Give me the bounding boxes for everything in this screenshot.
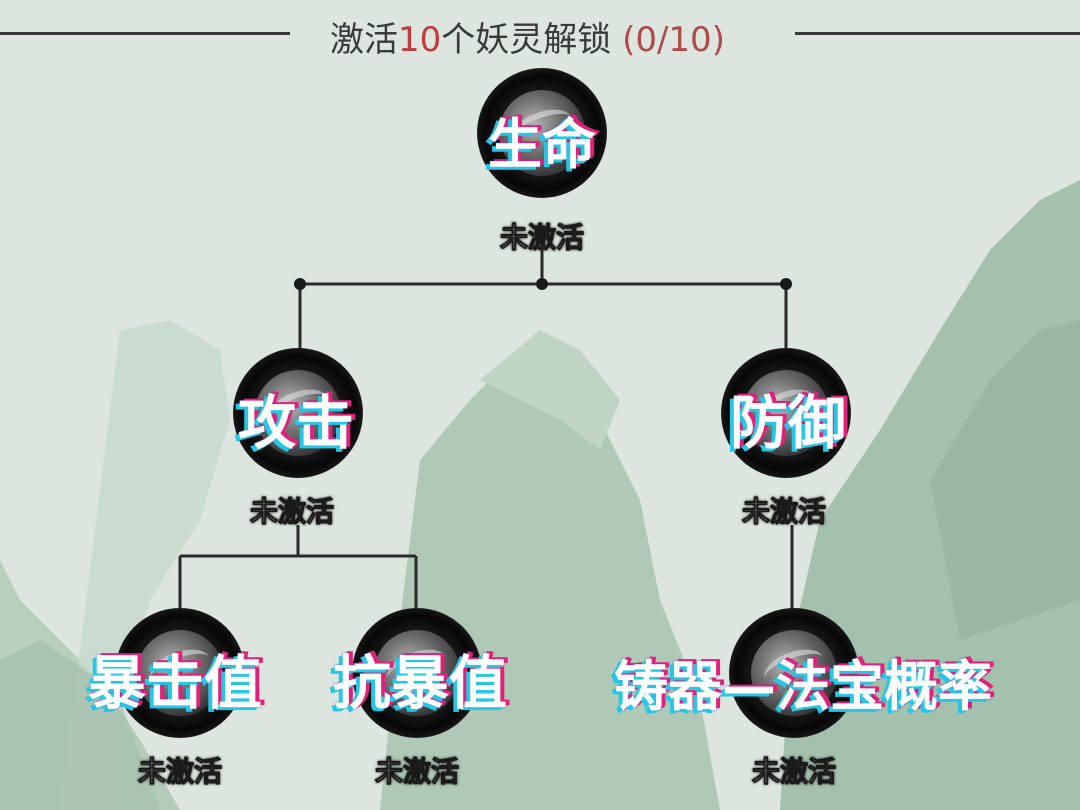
skill-orb-icon (729, 608, 859, 738)
skill-status-forge: 未激活 (751, 755, 836, 789)
unlock-requirement-prefix: 激活 (330, 20, 398, 60)
skill-node-crit[interactable] (115, 608, 245, 738)
unlock-requirement-suffix: 个妖灵解锁 (441, 20, 612, 60)
skill-status-crit: 未激活 (137, 755, 222, 789)
skill-label-anti-crit: 抗暴值 (333, 649, 508, 717)
skill-node-anti-crit[interactable] (352, 608, 482, 738)
skill-orb-icon (233, 348, 363, 478)
skill-orb-icon (115, 608, 245, 738)
connector-joint-left (294, 278, 306, 290)
skill-label-defense: 防御 (730, 389, 847, 457)
skill-status-attack: 未激活 (249, 495, 334, 529)
connector-joint-top (536, 278, 548, 290)
unlock-header: 激活10个妖灵解锁 (0/10) (0, 0, 1080, 70)
skill-status-defense: 未激活 (741, 495, 826, 529)
skill-node-forge[interactable] (729, 608, 859, 738)
skill-orb-icon (477, 68, 607, 198)
skill-label-attack: 攻击 (238, 389, 355, 457)
unlock-requirement-title: 激活10个妖灵解锁 (0/10) (330, 12, 760, 61)
header-divider-left (0, 32, 290, 35)
skill-orb-icon (721, 348, 851, 478)
connector-joint-right (780, 278, 792, 290)
header-divider-right (795, 32, 1080, 35)
skill-status-life: 未激活 (499, 221, 584, 255)
unlock-progress: (0/10) (622, 20, 725, 60)
skill-node-defense[interactable] (721, 348, 851, 478)
skill-label-life: 生命 (488, 113, 596, 176)
skill-label-crit: 暴击值 (88, 649, 263, 717)
unlock-requirement-count: 10 (398, 20, 442, 60)
skill-node-attack[interactable] (233, 348, 363, 478)
skill-node-life[interactable] (477, 68, 607, 198)
skill-label-forge: 铸器—法宝概率 (614, 655, 992, 718)
skill-status-anti-crit: 未激活 (374, 755, 459, 789)
skill-orb-icon (352, 608, 482, 738)
